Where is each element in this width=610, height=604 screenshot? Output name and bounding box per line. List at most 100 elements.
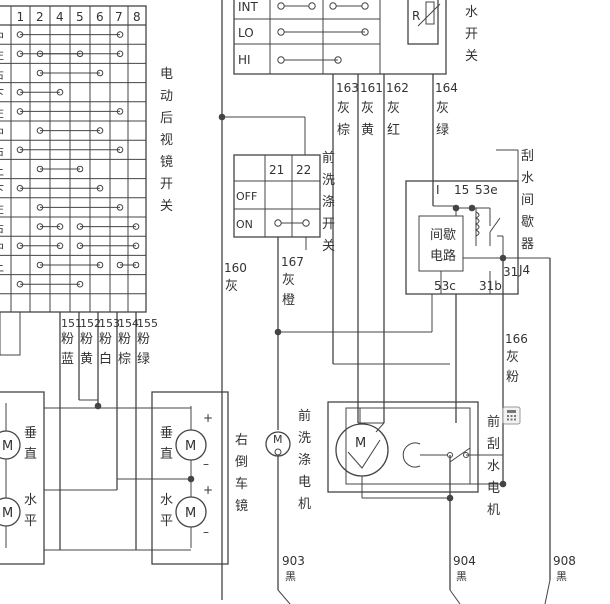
wire-num-162: 162 xyxy=(386,81,409,95)
mirror-col-1: 1 xyxy=(17,10,25,24)
relay-pin-53e: 53e xyxy=(475,183,498,197)
mirror-contact xyxy=(36,127,44,134)
washer-motor-symbol: M xyxy=(273,433,283,446)
mirror-col-2: 2 xyxy=(36,10,44,24)
mirror-contact xyxy=(96,69,104,77)
wiper-switch-label-char-2: 关 xyxy=(465,49,478,64)
relay-pin-15: 15 xyxy=(454,183,469,197)
mirror-switch-label-char-0: 电 xyxy=(160,67,173,82)
wire-color-162-0: 灰 xyxy=(387,101,400,116)
wiper-motor-label-char-3: 电 xyxy=(487,481,500,496)
mirror-row-mark-4: 左 xyxy=(0,107,4,120)
mirror-row-mark-9: 左 xyxy=(0,203,4,216)
mirror-wire-color-155-1: 绿 xyxy=(137,352,150,367)
mirror-switch-label-char-2: 后 xyxy=(160,111,173,126)
mirror-wire-num-151: 151 xyxy=(61,317,82,330)
mirror-wire-num-153: 153 xyxy=(99,317,120,330)
left-horizontal-motor-symbol: M xyxy=(2,506,13,521)
ground-903-num: 903 xyxy=(282,554,305,568)
mirror-row-mark-0: 中 xyxy=(0,30,4,43)
wire-color-162-1: 红 xyxy=(387,122,400,138)
wiper-motor-symbol: M xyxy=(355,436,366,451)
mirror-contact xyxy=(36,69,44,77)
wiper-row-int: INT xyxy=(238,0,259,14)
relay-box-line1: 间歇 xyxy=(430,228,456,243)
mirror-wire-color-154-1: 棕 xyxy=(118,352,131,367)
mirror-contact xyxy=(116,204,124,211)
right-mirror-horizontal-0: 水 xyxy=(160,493,173,508)
calculator-icon[interactable] xyxy=(502,406,521,425)
ground-908-color: 黑 xyxy=(556,570,567,583)
washer-motor-label-char-0: 前 xyxy=(298,408,311,424)
washer-row-off: OFF xyxy=(236,190,257,203)
mirror-contact xyxy=(16,184,24,192)
mirror-contact xyxy=(116,146,124,154)
relay-label-j4: J4 xyxy=(518,263,530,277)
mirror-row-mark-10: 右 xyxy=(0,221,4,235)
resistor-label: R xyxy=(412,9,420,23)
washer-switch-label-char-0: 前 xyxy=(322,150,335,166)
mirror-contact xyxy=(36,223,44,230)
mirror-col-5: 5 xyxy=(76,10,84,24)
washer-switch-label-char-2: 涤 xyxy=(322,195,335,210)
relay-label-char-3: 歇 xyxy=(521,215,534,230)
ground-903-color: 黑 xyxy=(285,570,296,583)
mirror-wire-color-151-0: 粉 xyxy=(61,332,74,347)
washer-row-on: ON xyxy=(236,218,253,231)
right-mirror-label-char-2: 车 xyxy=(235,476,248,492)
mirror-wire-num-154: 154 xyxy=(118,317,139,330)
wiper-motor-label-char-2: 水 xyxy=(487,459,500,474)
washer-motor-label-char-2: 涤 xyxy=(298,453,311,468)
mirror-switch-label-char-3: 视 xyxy=(160,133,173,148)
left-mirror-horizontal-1: 平 xyxy=(24,514,37,529)
wire-num-161: 161 xyxy=(360,81,383,95)
washer-motor-label-char-1: 洗 xyxy=(298,431,311,446)
mirror-wire-color-151-1: 蓝 xyxy=(61,352,74,367)
mirror-wire-num-155: 155 xyxy=(137,317,158,330)
wiper-motor-label-char-1: 刮 xyxy=(487,437,500,452)
mirror-contact xyxy=(76,280,84,288)
mirror-row-mark-5: 中 xyxy=(0,126,4,139)
relay-label-char-4: 器 xyxy=(521,237,534,252)
mirror-switch-label-char-5: 开 xyxy=(160,177,173,192)
mirror-contact xyxy=(76,165,84,173)
mirror-contact xyxy=(16,242,24,250)
minus-sign-1: – xyxy=(203,457,209,471)
right-mirror-horizontal-1: 平 xyxy=(160,514,173,529)
wire-num-166: 166 xyxy=(505,332,528,346)
mirror-contact xyxy=(16,146,24,154)
relay-label-char-0: 刮 xyxy=(521,149,534,164)
relay-pin-31: 31 xyxy=(503,265,518,279)
mirror-row-mark-12: 上 xyxy=(0,260,4,273)
washer-switch-label-char-1: 洗 xyxy=(322,173,335,188)
mirror-contact xyxy=(132,261,140,269)
mirror-row-mark-6: 右 xyxy=(0,144,4,158)
right-mirror-label-char-1: 倒 xyxy=(235,455,248,470)
left-mirror-horizontal-0: 水 xyxy=(24,493,37,508)
mirror-contact xyxy=(36,165,44,173)
plus-sign-2: + xyxy=(203,483,213,497)
ground-904-color: 黑 xyxy=(456,570,467,583)
wire-color-166-0: 灰 xyxy=(506,350,519,365)
mirror-wire-color-153-1: 白 xyxy=(99,351,112,367)
wiper-motor-label-char-4: 机 xyxy=(487,503,500,518)
right-mirror-vertical-0: 垂 xyxy=(160,426,173,441)
mirror-contact xyxy=(76,50,84,58)
mirror-contact xyxy=(96,184,104,192)
relay-pin-53c: 53c xyxy=(434,279,456,293)
mirror-row-mark-3: 下 xyxy=(0,88,4,101)
mirror-row-mark-2: 右 xyxy=(0,67,4,81)
mirror-contact xyxy=(132,242,140,250)
mirror-contact xyxy=(16,88,24,96)
mirror-switch-label-char-6: 关 xyxy=(160,199,173,214)
wire-color-167-1: 橙 xyxy=(282,293,295,308)
